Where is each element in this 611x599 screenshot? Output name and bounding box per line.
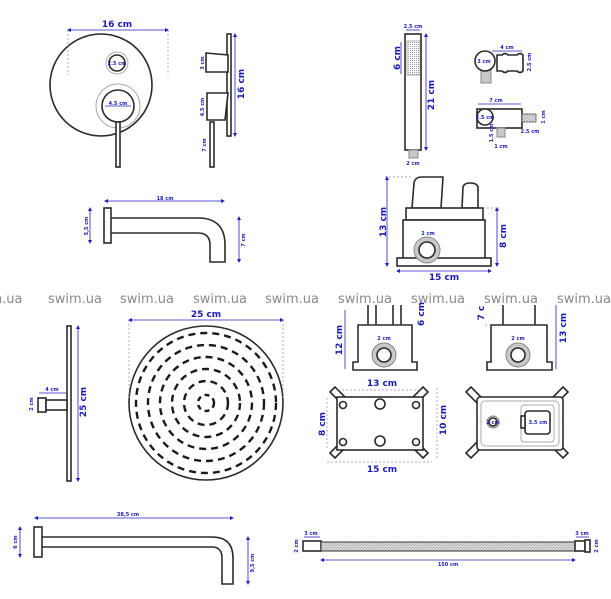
watermark: m.ua: [0, 292, 23, 307]
hand-shower-view: 2.5 cm 6 cm 21 cm 2 cm: [393, 24, 437, 167]
width-label: 15 cm: [429, 273, 459, 283]
box-b-view: 7 c 13 cm 2 cm: [477, 305, 569, 371]
wall-outlet-view: 7 cm 2.5 cm 1 cm 2.5 cm 1.5 cm 1 cm: [476, 98, 547, 150]
length-label: 18 cm: [157, 196, 174, 202]
mixer-side-view: 16 cm 3 cm 4.5 cm 7 cm: [200, 33, 247, 168]
port-label: 2 cm: [511, 336, 524, 342]
bottom-width-label: 15 cm: [367, 465, 397, 475]
watermark: swim.ua: [265, 292, 319, 307]
knob-label: 3 cm: [200, 56, 206, 69]
mounting-frame-a-view: 13 cm 8 cm 10 cm 15 cm: [318, 379, 449, 475]
right-end-label: 3 cm: [575, 531, 588, 537]
length-label: 4 cm: [500, 45, 513, 51]
width-label: 16 cm: [102, 20, 132, 30]
pipes-label: 7 c: [477, 306, 487, 321]
drop-label: 9,5 cm: [250, 554, 256, 573]
lever-label: 7 cm: [202, 138, 208, 151]
height-label: 2.5 cm: [527, 53, 533, 72]
length-label: 38,5 cm: [117, 512, 139, 518]
diameter-label: 2.5 cm: [476, 115, 495, 121]
height-label: 25 cm: [79, 387, 89, 417]
connector-label: 2 cm: [406, 161, 419, 167]
watermark: swim.ua: [484, 292, 538, 307]
right-dia-label: 2 cm: [594, 539, 600, 552]
pipes-label: 6 cm: [417, 302, 427, 326]
left-end-label: 3 cm: [304, 531, 317, 537]
flange-label: 5,5 cm: [84, 217, 90, 236]
watermark: swim.ua: [193, 292, 247, 307]
mixer-box-view: 13 cm 8 cm 15 cm 2 cm: [379, 176, 509, 283]
width-label: 2.5 cm: [404, 24, 423, 30]
height-label: 12 cm: [335, 325, 345, 355]
height-label: 13 cm: [559, 313, 569, 343]
length-label: 7 cm: [489, 98, 502, 104]
mounting-frame-b-view: 2 cm 3.5 cm: [464, 385, 570, 460]
watermark: swim.ua: [411, 292, 465, 307]
diameter-label: 25 cm: [191, 310, 221, 320]
handle-body-label: 4.5 cm: [200, 98, 206, 117]
height-label: 8 cm: [318, 412, 328, 436]
shower-hose-view: 3 cm 2 cm 3 cm 2 cm 150 cm: [294, 531, 600, 568]
handle-label: 4.5 cm: [109, 101, 128, 107]
nipple-length-label: 2.5 cm: [521, 129, 540, 135]
length-label: 150 cm: [438, 562, 458, 568]
outer-height-label: 10 cm: [439, 405, 449, 435]
watermark-row: m.ua swim.ua swim.ua swim.ua swim.ua swi…: [0, 292, 611, 307]
bottom-width-label: 1 cm: [494, 144, 507, 150]
small-port-label: 2 cm: [486, 420, 499, 426]
box-a-view: 12 cm 6 cm 2 cm: [335, 302, 427, 371]
watermark: swim.ua: [48, 292, 102, 307]
height-label: 16 cm: [237, 69, 247, 99]
watermark: swim.ua: [120, 292, 174, 307]
body-label: 8 cm: [499, 224, 509, 248]
watermark: swim.ua: [338, 292, 392, 307]
head-label: 6 cm: [393, 46, 403, 70]
length-label: 21 cm: [427, 80, 437, 110]
connector-dia-label: 2 cm: [29, 397, 35, 410]
nipple-height-label: 1 cm: [541, 110, 547, 123]
diameter-label: 3 cm: [477, 59, 490, 65]
bottom-height-label: 1.5 cm: [489, 124, 495, 143]
cartridge-label: 3.5 cm: [529, 420, 548, 426]
connector-label: 4 cm: [45, 387, 58, 393]
rain-shower-top-view: 25 cm: [128, 310, 284, 481]
flange-label: 6 cm: [13, 535, 19, 548]
shower-holder-view: 4 cm 3 cm 2.5 cm: [474, 45, 533, 84]
mixer-front-view: 16 cm 2.5 cm 4.5 cm: [49, 20, 169, 168]
drop-label: 7 cm: [241, 233, 247, 246]
left-dia-label: 2 cm: [294, 539, 300, 552]
height-label: 13 cm: [379, 207, 389, 237]
button-label: 2.5 cm: [108, 61, 127, 67]
watermark: swim.ua: [557, 292, 611, 307]
spout-view: 18 cm 5,5 cm 7 cm: [84, 196, 247, 263]
rain-shower-side-view: 25 cm 4 cm 2 cm: [29, 325, 89, 482]
top-width-label: 13 cm: [367, 379, 397, 389]
shower-arm-view: 38,5 cm 6 cm 9,5 cm: [13, 512, 256, 585]
port-label: 2 cm: [421, 231, 434, 237]
port-label: 2 cm: [377, 336, 390, 342]
